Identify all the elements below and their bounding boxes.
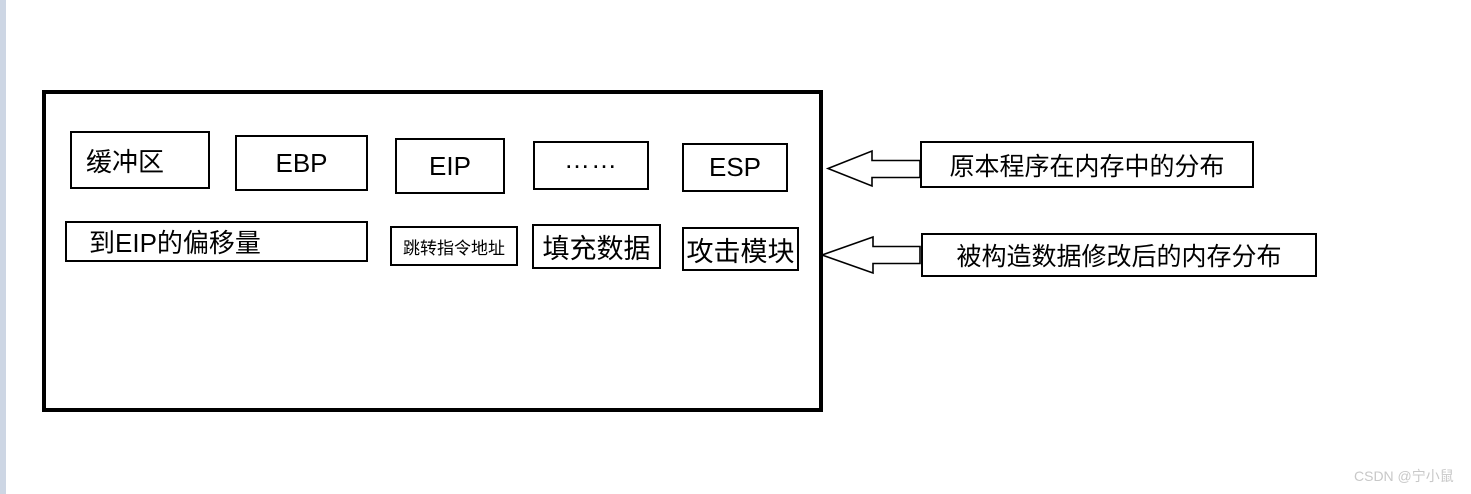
- mem-cell-offset-to-eip: 到EIP的偏移量: [65, 221, 368, 262]
- mem-cell-ebp: EBP: [235, 135, 368, 191]
- annotation-modified-memory-layout: 被构造数据修改后的内存分布: [921, 233, 1317, 277]
- csdn-watermark: CSDN @宁小鼠: [1354, 468, 1454, 484]
- mem-cell-jump-instruction-address: 跳转指令地址: [390, 226, 518, 266]
- page-left-margin-strip: [0, 0, 6, 494]
- left-arrow-original-icon: [825, 149, 921, 188]
- mem-cell-ellipsis: ……: [533, 141, 649, 190]
- mem-cell-esp: ESP: [682, 143, 788, 192]
- mem-cell-attack-module: 攻击模块: [682, 227, 799, 271]
- mem-cell-padding-data-label: 填充数据: [542, 234, 651, 264]
- annotation-original-memory-layout-label: 原本程序在内存中的分布: [949, 152, 1225, 181]
- annotation-original-memory-layout: 原本程序在内存中的分布: [920, 141, 1254, 188]
- mem-cell-jump-instruction-address-label: 跳转指令地址: [403, 238, 505, 258]
- left-arrow-modified-icon: [819, 235, 921, 275]
- mem-cell-eip: EIP: [395, 138, 505, 194]
- mem-cell-esp-label: ESP: [708, 152, 762, 182]
- mem-cell-buffer-label: 缓冲区: [86, 146, 165, 177]
- mem-cell-ellipsis-label: ……: [564, 144, 618, 174]
- mem-cell-attack-module-label: 攻击模块: [686, 236, 795, 267]
- mem-cell-padding-data: 填充数据: [532, 224, 661, 269]
- mem-cell-buffer: 缓冲区: [70, 131, 210, 189]
- mem-cell-eip-label: EIP: [429, 150, 471, 181]
- mem-cell-ebp-label: EBP: [275, 147, 328, 178]
- mem-cell-offset-to-eip-label: 到EIP的偏移量: [89, 228, 261, 258]
- annotation-modified-memory-layout-label: 被构造数据修改后的内存分布: [956, 243, 1282, 271]
